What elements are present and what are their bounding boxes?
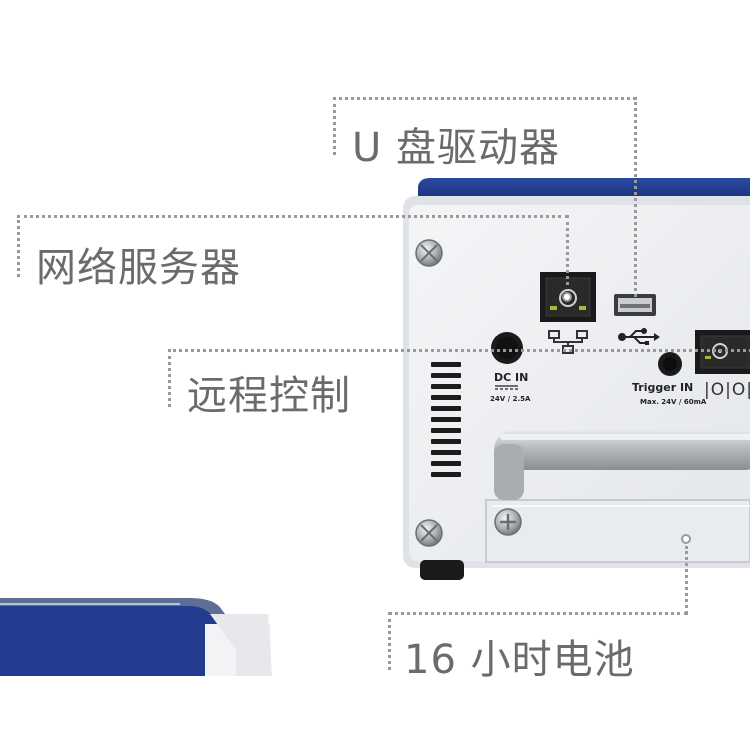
remote-leader-top (168, 349, 750, 352)
usb-leader-down (634, 97, 637, 297)
trigger-rating: Max. 24V / 60mA (640, 398, 707, 406)
usb-leader-top (333, 97, 636, 100)
usb-leader-left (333, 97, 336, 155)
network-leader-dot (562, 292, 572, 302)
screw-icon (415, 239, 443, 267)
network-leader-top (17, 215, 568, 218)
usb-drive-callout: U 盘驱动器 (352, 125, 560, 171)
remote-leader-left (168, 349, 171, 407)
remote-control-callout: 远程控制 (187, 373, 351, 419)
battery-leader-top (388, 612, 688, 615)
dc-in-label: DC IN (494, 371, 529, 384)
network-leader-left (17, 215, 20, 277)
dc-in-rating: 24V / 2.5A (490, 395, 531, 403)
battery-leader-left (388, 612, 391, 670)
io-symbol: |O|O| (704, 380, 750, 400)
trigger-label: Trigger IN (632, 381, 694, 394)
usb-icon (618, 328, 660, 345)
battery-leader-dot (681, 534, 691, 544)
network-leader-down (566, 215, 569, 285)
battery-callout: 16 小时电池 (404, 637, 635, 683)
battery-leader-up (685, 546, 688, 614)
network-server-callout: 网络服务器 (36, 245, 241, 291)
